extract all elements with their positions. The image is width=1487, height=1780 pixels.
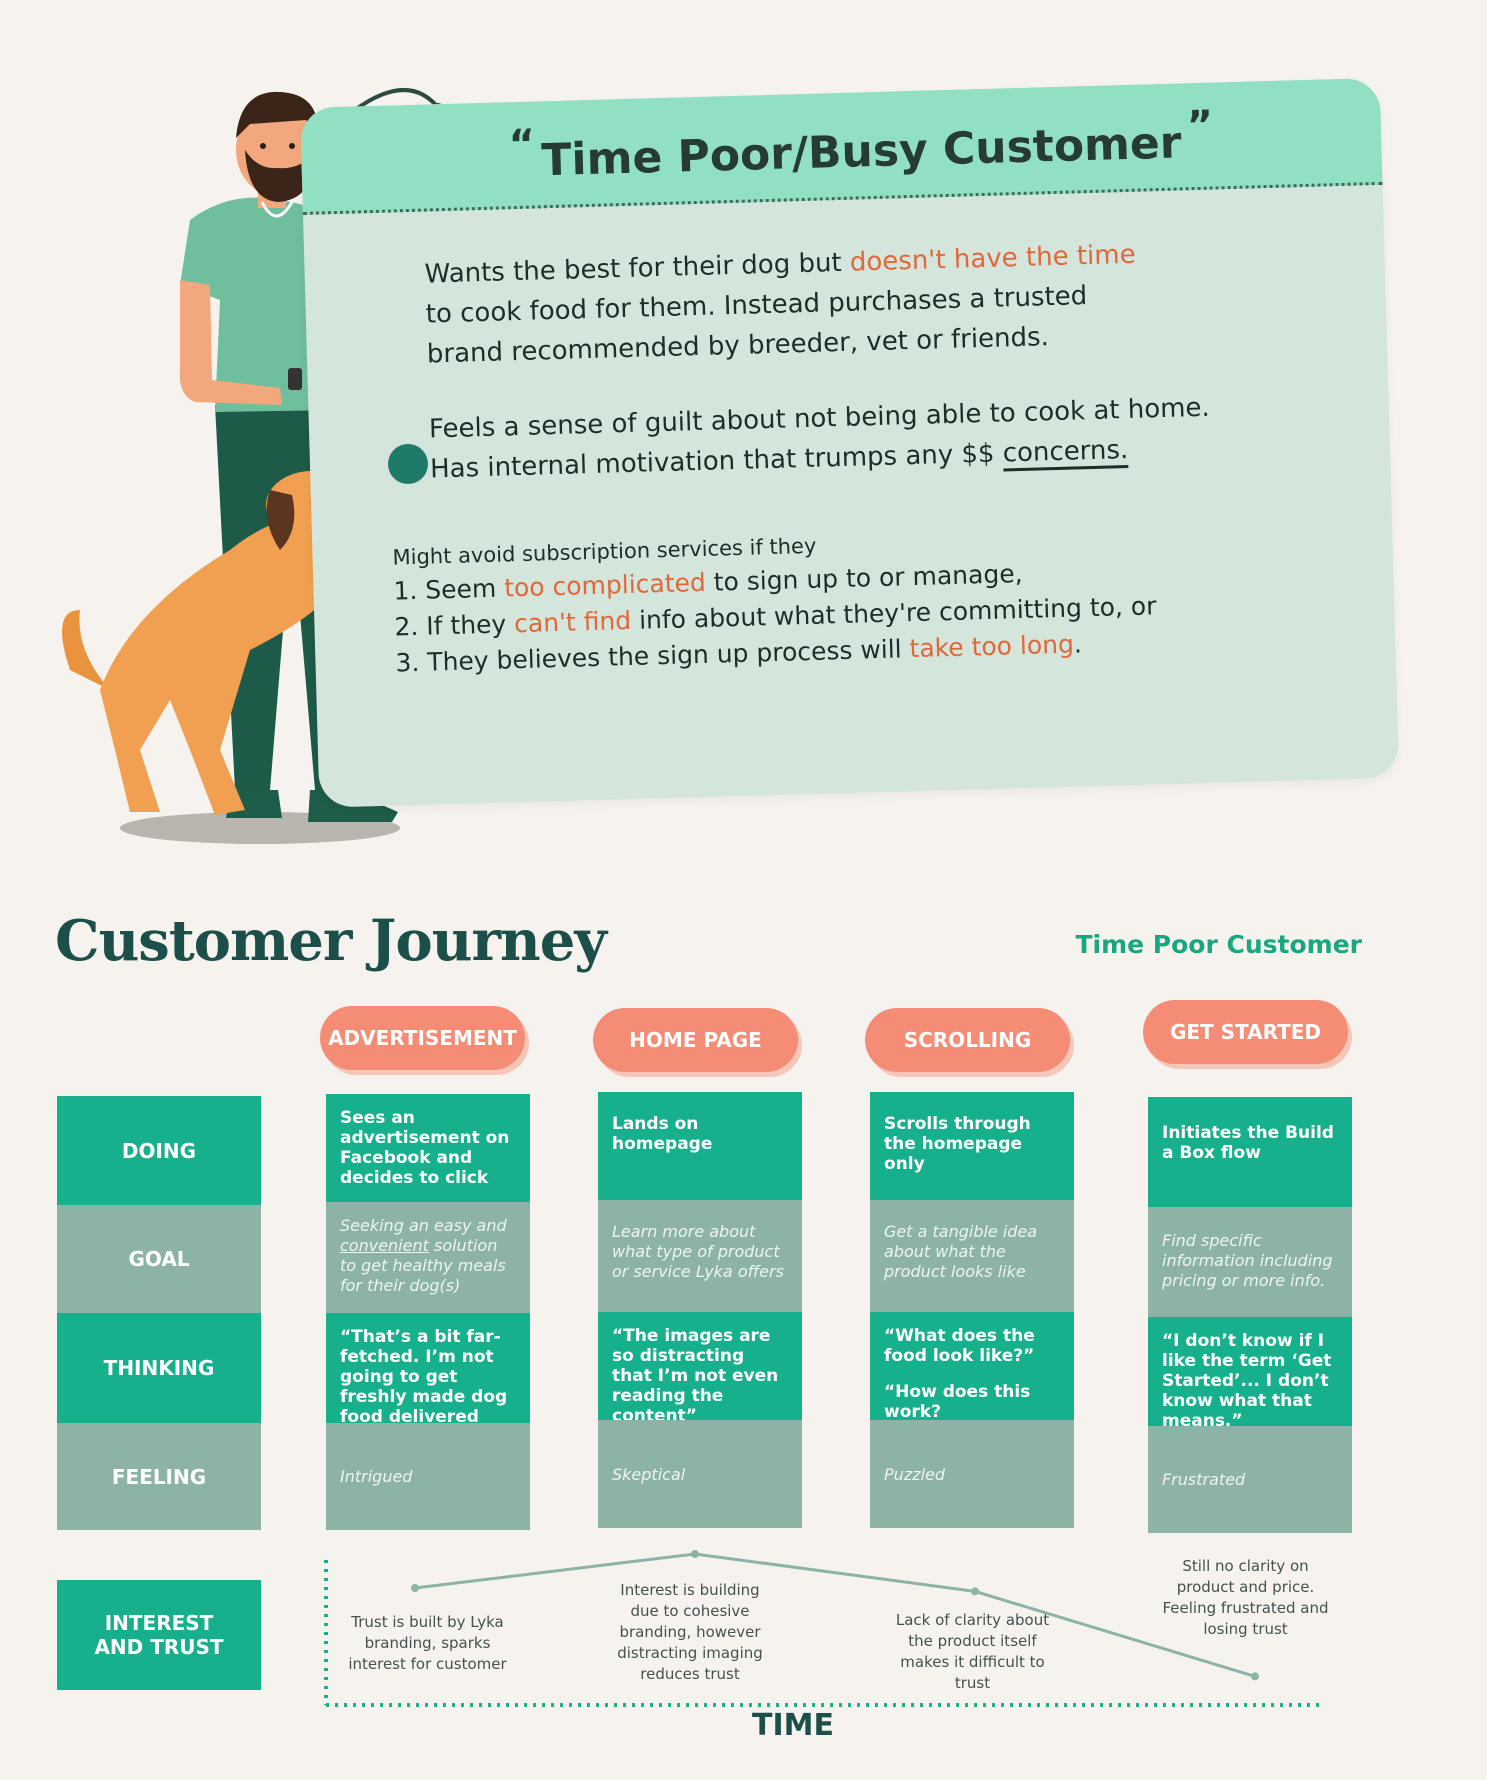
stage-home-page: HOME PAGE: [593, 1008, 798, 1072]
thinking-scrolling-q1: “What does the food look like?”: [884, 1326, 1035, 1366]
feeling-advertisement: Intrigued: [326, 1423, 530, 1530]
trust-point-2: [691, 1550, 699, 1558]
feeling-home-page: Skeptical: [598, 1420, 802, 1528]
trust-point-4: [1251, 1672, 1259, 1681]
stage-scrolling: SCROLLING: [865, 1008, 1070, 1072]
feeling-scrolling: Puzzled: [870, 1420, 1074, 1528]
doing-home-page: Lands on homepage: [598, 1092, 802, 1200]
doing-advertisement: Sees an advertisement on Facebook and de…: [326, 1094, 530, 1202]
trust-point-3: [971, 1587, 979, 1596]
doing-scrolling: Scrolls through the homepage only: [870, 1092, 1074, 1200]
trust-note-advertisement: Trust is built by Lyka branding, sparks …: [348, 1613, 507, 1673]
row-label-doing: DOING: [57, 1096, 261, 1205]
doing-get-started: Initiates the Build a Box flow: [1148, 1097, 1352, 1207]
trust-note-scrolling: Lack of clarity about the product itself…: [895, 1611, 1050, 1692]
goal-get-started: Find specific information including pric…: [1148, 1207, 1352, 1317]
thinking-get-started: “I don’t know if I like the term ‘Get St…: [1148, 1317, 1352, 1431]
stage-advertisement: ADVERTISEMENT: [320, 1006, 525, 1070]
journey-title: Customer Journey: [55, 908, 607, 974]
thinking-scrolling: “What does the food look like?” “How doe…: [870, 1312, 1074, 1422]
goal-scrolling: Get a tangible idea about what the produ…: [870, 1200, 1074, 1312]
persona-label: Time Poor Customer: [1075, 930, 1362, 959]
trust-line: [414, 1552, 1256, 1678]
row-label-thinking: THINKING: [57, 1313, 261, 1423]
goal-advertisement: Seeking an easy and convenient solution …: [326, 1202, 530, 1313]
trust-note-home-page: Interest is building due to cohesive bra…: [617, 1581, 763, 1683]
row-label-feeling: FEELING: [57, 1423, 261, 1530]
tennis-ball-icon: [388, 444, 428, 484]
trust-point-1: [411, 1584, 419, 1592]
feeling-get-started: Frustrated: [1148, 1426, 1352, 1533]
trust-note-get-started: Still no clarity on product and price. F…: [1162, 1557, 1329, 1638]
goal-home-page: Learn more about what type of product or…: [598, 1200, 802, 1312]
thinking-scrolling-q2: “How does this work?: [884, 1382, 1031, 1422]
stage-get-started: GET STARTED: [1143, 1000, 1348, 1064]
time-axis-label: TIME: [752, 1708, 834, 1743]
row-label-goal: GOAL: [57, 1205, 261, 1313]
row-label-interest-trust: INTEREST AND TRUST: [57, 1580, 261, 1690]
